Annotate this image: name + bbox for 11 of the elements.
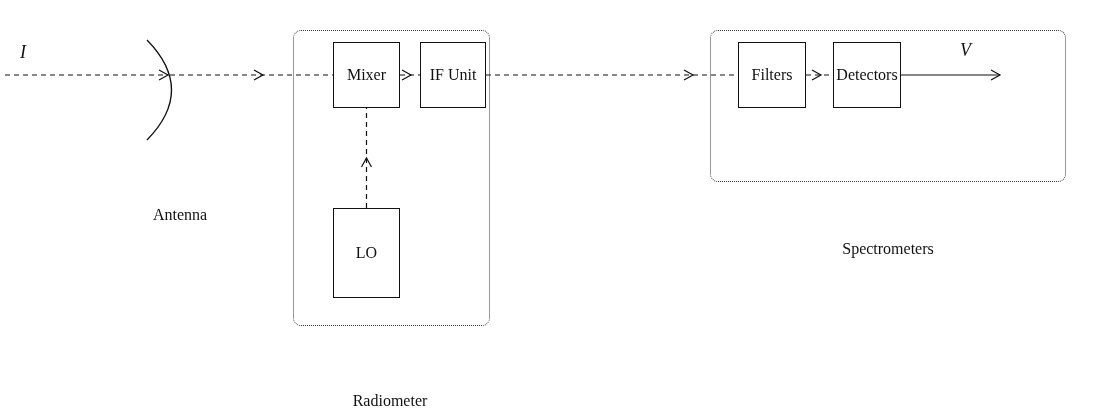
process-box: Filters [738,42,806,108]
group-label: Antenna [152,206,208,224]
group-label: Radiometer [352,392,428,410]
process-box: Detectors [833,42,901,108]
arrow [900,69,1001,81]
process-box: LO [333,208,400,298]
arrow [4,69,169,81]
group-label: Spectrometers [842,240,934,258]
process-box: Mixer [333,42,400,108]
process-box: IF Unit [420,42,486,108]
arrow [399,69,421,81]
